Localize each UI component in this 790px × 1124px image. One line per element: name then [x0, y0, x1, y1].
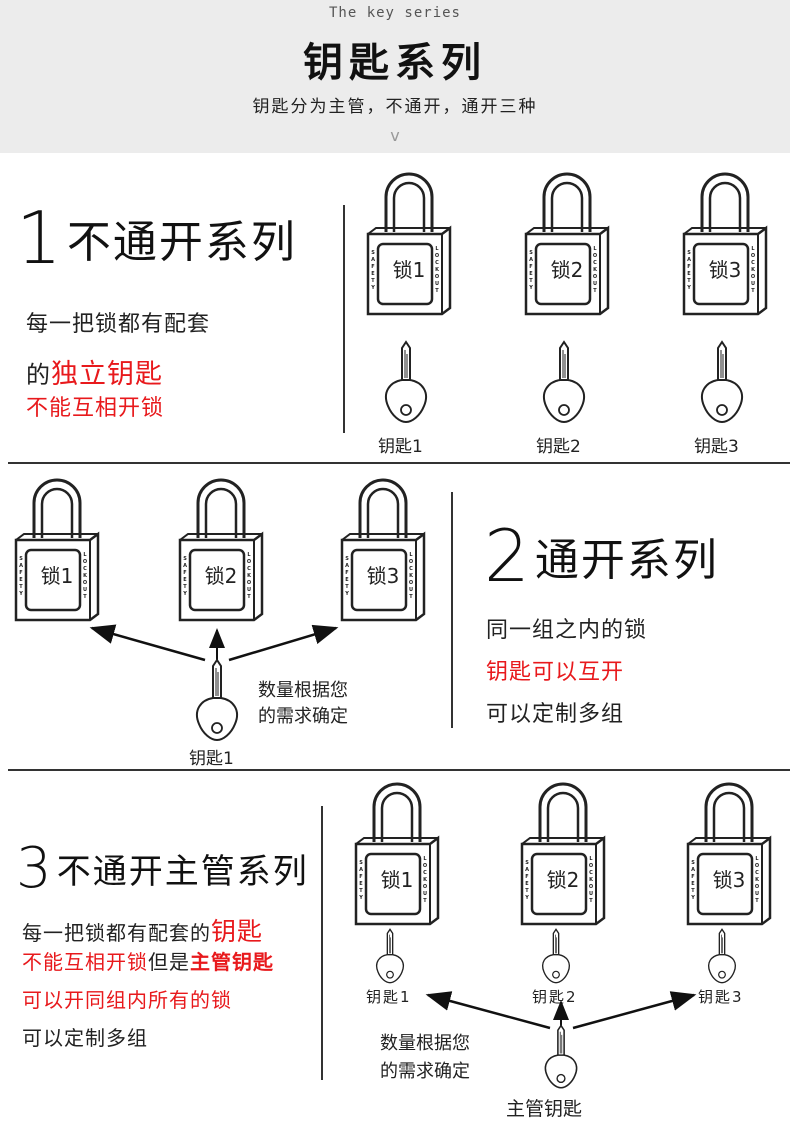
key-icon: [697, 928, 747, 988]
padlock-icon: [522, 162, 612, 322]
padlock-icon: [518, 772, 608, 932]
section1-desc-highlight: 独立钥匙: [51, 359, 163, 390]
arrow-to-lock-3: [228, 624, 339, 662]
section2-desc-line1: 同一组之内的锁: [486, 618, 648, 643]
lock-label: 锁3: [712, 868, 746, 892]
english-title: The key series: [328, 5, 461, 21]
lock-label: 锁2: [546, 868, 580, 892]
section1-title: 不通开系列: [66, 217, 297, 268]
section3-title: 不通开主管系列: [56, 852, 309, 892]
lock-3: 锁3: [680, 162, 770, 322]
key-icon: [187, 658, 247, 748]
section3-number: 3: [16, 836, 52, 901]
section3-heading: 3 不通开主管系列: [16, 836, 309, 901]
quantity-note-line2: 的需求确定: [258, 706, 348, 727]
quantity-note-line1: 数量根据您: [258, 680, 348, 701]
section3-desc-line1: 每一把锁都有配套的钥匙: [22, 912, 263, 948]
lock-2: 锁2: [522, 162, 612, 322]
section1-desc-line1: 每一把锁都有配套: [26, 312, 211, 337]
section2-title: 通开系列: [534, 535, 719, 586]
section-divider: [8, 769, 790, 771]
key-icon: [531, 928, 581, 988]
arrow-to-key-3: [572, 991, 697, 1030]
page-title: 钥匙系列: [303, 40, 487, 86]
section1-desc-prefix: 的: [26, 361, 51, 389]
master-key-label: 主管钥匙: [506, 1098, 583, 1120]
padlock-icon: [680, 162, 770, 322]
section2-heading: 2 通开系列: [484, 514, 719, 598]
lock-label: 锁3: [708, 258, 742, 282]
padlock-icon: [12, 468, 102, 628]
page-subtitle: 钥匙分为主管，不通开，通开三种: [252, 97, 538, 117]
lock-2: 锁2: [176, 468, 266, 628]
section1-divider: [343, 205, 345, 433]
lock-label: 锁2: [204, 564, 238, 588]
lock-3: 锁3: [338, 468, 428, 628]
key-label: 钥匙3: [698, 988, 744, 1006]
key-icon: [534, 340, 594, 430]
section-divider: [8, 462, 790, 464]
lock-label: 锁1: [392, 258, 426, 282]
key-icon: [365, 928, 415, 988]
master-key-icon: [531, 1024, 591, 1094]
key-label: 钥匙3: [694, 437, 739, 457]
section3-desc-but: 但是: [148, 950, 190, 974]
chevron-down-icon: v: [390, 126, 400, 145]
section3-desc-line2: 不能互相开锁但是主管钥匙: [22, 946, 274, 975]
section3-desc-prefix: 每一把锁都有配套的: [22, 921, 211, 945]
lock-label: 锁2: [550, 258, 584, 282]
arrow-to-lock-1: [89, 624, 206, 662]
padlock-icon: [176, 468, 266, 628]
key-label: 钥匙2: [532, 988, 578, 1006]
section1-desc-line3: 不能互相开锁: [26, 396, 165, 421]
key-icon: [692, 340, 752, 430]
padlock-icon: [352, 772, 442, 932]
section2-desc-line3: 可以定制多组: [486, 702, 625, 727]
padlock-icon: [684, 772, 774, 932]
lock-1: 锁1: [12, 468, 102, 628]
key-label: 钥匙1: [189, 749, 234, 769]
section2-desc-line2: 钥匙可以互开: [486, 660, 625, 685]
section3-desc-line4: 可以定制多组: [22, 1026, 148, 1050]
quantity-note-line2: 的需求确定: [380, 1061, 470, 1082]
lock-label: 锁1: [380, 868, 414, 892]
section3-desc-line3: 可以开同组内所有的锁: [22, 988, 232, 1012]
lock-label: 锁1: [40, 564, 74, 588]
padlock-icon: [364, 162, 454, 322]
section3-desc-key: 钥匙: [211, 917, 264, 946]
key-label: 钥匙1: [378, 437, 423, 457]
section2-number: 2: [484, 514, 530, 598]
quantity-note-line1: 数量根据您: [380, 1033, 470, 1054]
section3-desc-master: 主管钥匙: [190, 950, 274, 974]
section1-desc-line2: 的独立钥匙: [26, 352, 163, 391]
key-label: 钥匙1: [366, 988, 412, 1006]
lock-1: 锁1: [364, 162, 454, 322]
section1-number: 1: [16, 196, 62, 280]
key-label: 钥匙2: [536, 437, 581, 457]
section2-divider: [451, 492, 453, 728]
lock-3: 锁3: [684, 772, 774, 932]
quantity-note: 数量根据您 的需求确定: [380, 1030, 470, 1086]
quantity-note: 数量根据您 的需求确定: [258, 678, 348, 730]
page-header: The key series 钥匙系列 钥匙分为主管，不通开，通开三种 v: [0, 0, 790, 153]
section3-desc-no-open: 不能互相开锁: [22, 950, 148, 974]
key-icon: [376, 340, 436, 430]
lock-1: 锁1: [352, 772, 442, 932]
section3-divider: [321, 806, 323, 1080]
section1-heading: 1 不通开系列: [16, 196, 297, 280]
padlock-icon: [338, 468, 428, 628]
lock-2: 锁2: [518, 772, 608, 932]
lock-label: 锁3: [366, 564, 400, 588]
